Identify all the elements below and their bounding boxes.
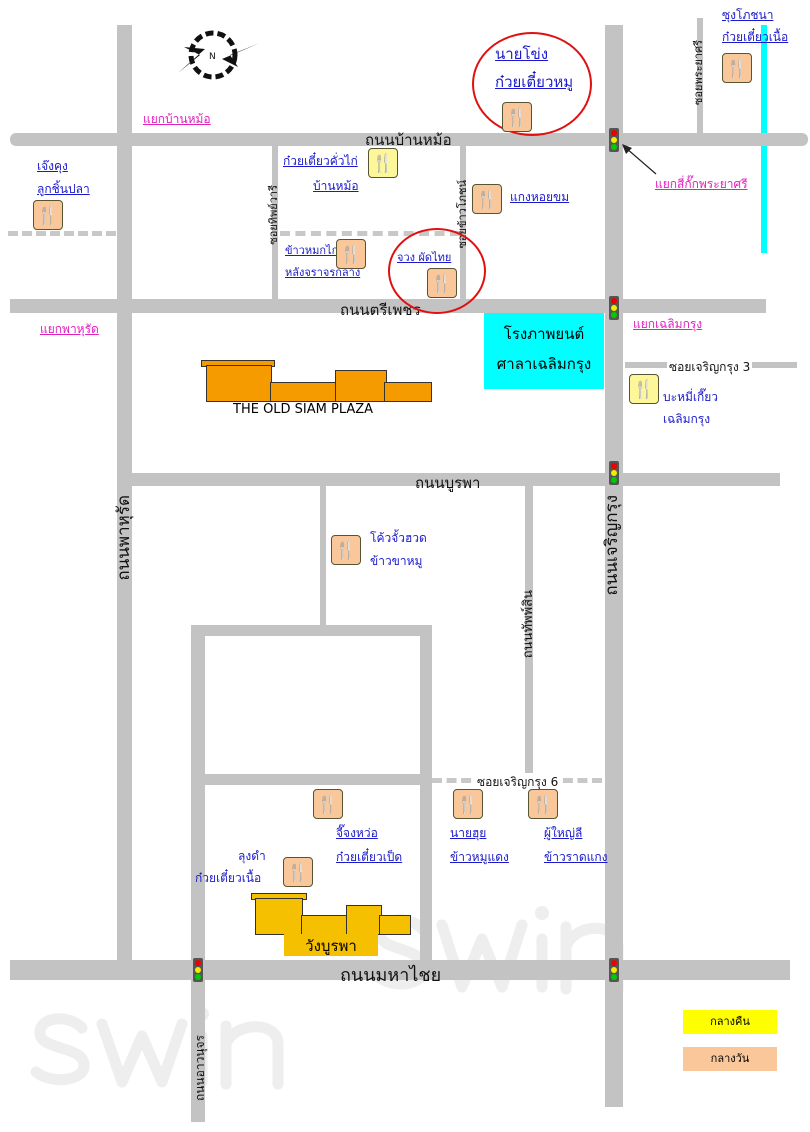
- old-siam-plaza-label: THE OLD SIAM PLAZA: [233, 402, 374, 417]
- road-pahurat: [117, 25, 132, 965]
- restaurant-name[interactable]: ข้าวหมกไก่: [285, 244, 339, 257]
- road-label: ซอยพระยาศรี: [692, 40, 705, 106]
- restaurant-utensils-icon[interactable]: 🍴: [502, 102, 532, 132]
- traffic-light-icon: [609, 128, 619, 152]
- restaurant-name[interactable]: นายโข่ง: [495, 45, 549, 63]
- restaurant-utensils-icon[interactable]: 🍴: [722, 53, 752, 83]
- intersection-phraya-si[interactable]: แยกสี่กั๊กพระยาศรี: [655, 177, 748, 191]
- restaurant-utensils-icon[interactable]: 🍴: [283, 857, 313, 887]
- restaurant-dish[interactable]: ข้าวขาหมู: [370, 554, 423, 568]
- road-charoen-krung: [605, 25, 623, 1107]
- road-label: ถนนอาวนุจร: [193, 1035, 207, 1102]
- restaurant-utensils-icon[interactable]: 🍴: [629, 374, 659, 404]
- wang-burapha-label: วังบูรพา: [284, 934, 378, 956]
- traffic-light-icon: [609, 296, 619, 320]
- restaurant-name[interactable]: ก๋วยเตี๋ยวคั่วไก่: [283, 154, 358, 168]
- restaurant-name[interactable]: จวง ผัดไทย: [397, 251, 452, 264]
- road-label: ถนนพาหุรัด: [114, 495, 134, 581]
- cinema-landmark: โรงภาพยนต์ ศาลาเฉลิมกรุง: [484, 313, 604, 389]
- restaurant-name[interactable]: บะหมี่เกี๊ยว: [663, 390, 719, 404]
- restaurant-utensils-icon[interactable]: 🍴: [528, 789, 558, 819]
- traffic-light-icon: [193, 958, 203, 982]
- soi-khao: [460, 145, 466, 301]
- road-label: ถนนบูรพา: [415, 474, 481, 492]
- restaurant-utensils-icon[interactable]: 🍴: [33, 200, 63, 230]
- highlight-circle: [388, 228, 486, 314]
- restaurant-name[interactable]: ซุงโภชนา: [722, 8, 774, 22]
- road-label: ถนนเจริญกรุง: [602, 495, 622, 596]
- highlight-circle: [472, 32, 592, 136]
- restaurant-utensils-icon[interactable]: 🍴: [453, 789, 483, 819]
- dashed-soi-mid: [280, 231, 460, 236]
- intersection-ban-mo[interactable]: แยกบ้านหม้อ: [143, 112, 211, 126]
- cinema-label: ศาลาเฉลิมกรุง: [496, 355, 592, 373]
- svg-text:N: N: [209, 52, 216, 62]
- road-small: [320, 485, 326, 630]
- road-label: ซอยเจริญกรุง 3: [667, 358, 753, 377]
- restaurant-dish[interactable]: เฉลิมกรุง: [663, 412, 711, 426]
- restaurant-dish[interactable]: ก๋วยเตี๋ยวเป็ด: [336, 850, 403, 864]
- soi-thip: [272, 145, 278, 301]
- restaurant-name[interactable]: นายฮุย: [450, 826, 487, 840]
- restaurant-utensils-icon[interactable]: 🍴: [472, 184, 502, 214]
- road-ahanu: [191, 625, 205, 1122]
- arrow-icon: [622, 144, 657, 175]
- traffic-light-icon: [609, 461, 619, 485]
- restaurant-dish[interactable]: ข้าวหมูแดง: [450, 850, 509, 864]
- restaurant-utensils-icon[interactable]: 🍴: [427, 268, 457, 298]
- restaurant-name[interactable]: แกงหอยขม: [510, 190, 570, 204]
- legend-night: กลางคืน: [683, 1010, 777, 1034]
- cinema-label: โรงภาพยนต์: [503, 325, 585, 343]
- compass-icon: N: [178, 30, 260, 80]
- restaurant-name[interactable]: เจ๊งคุง: [37, 159, 68, 173]
- restaurant-utensils-icon[interactable]: 🍴: [313, 789, 343, 819]
- road-label: ซอยเจริญกรุง 6: [475, 773, 561, 792]
- road-label: ซอยทิพย์วารี: [267, 185, 280, 245]
- restaurant-utensils-icon[interactable]: 🍴: [368, 148, 398, 178]
- restaurant-dish[interactable]: ข้าวราดแกง: [544, 850, 608, 864]
- road-label: ถนนทัพพ์สิน: [521, 590, 536, 659]
- road-maha-chai: [10, 960, 790, 980]
- watermark-logo: [30, 1007, 284, 1090]
- restaurant-utensils-icon[interactable]: 🍴: [331, 535, 361, 565]
- restaurant-dish[interactable]: ก๋วยเตี๋ยวเนื้อ: [195, 871, 262, 885]
- block-mid: [195, 774, 432, 785]
- block-right: [420, 625, 432, 965]
- intersection-pahurat[interactable]: แยกพาหุรัด: [40, 322, 99, 336]
- restaurant-dish[interactable]: ลูกชิ้นปลา: [37, 182, 90, 196]
- road-label: ถนนมหาไชย: [340, 965, 442, 986]
- restaurant-name[interactable]: ผู้ใหญ่ลี: [544, 826, 583, 840]
- restaurant-name[interactable]: ลุงดำ: [238, 849, 266, 863]
- road-tri-phet: [10, 299, 766, 313]
- restaurant-utensils-icon[interactable]: 🍴: [336, 239, 366, 269]
- intersection-chaloem-krung[interactable]: แยกเฉลิมกรุง: [633, 317, 703, 331]
- restaurant-dish[interactable]: หลังจราจรกลาง: [285, 266, 361, 279]
- restaurant-name[interactable]: โค้วจั้วฮวด: [370, 531, 427, 545]
- restaurant-dish[interactable]: ก๋วยเตี๋ยวเนื้อ: [722, 30, 789, 44]
- restaurant-name[interactable]: จี๊จงหว่อ: [336, 826, 378, 840]
- road-label: ถนนบ้านหม้อ: [365, 131, 452, 149]
- road-label: ถนนตรีเพชร: [340, 301, 421, 319]
- legend-day: กลางวัน: [683, 1047, 777, 1071]
- restaurant-dish[interactable]: บ้านหม้อ: [313, 179, 359, 193]
- road-thap: [525, 485, 533, 781]
- block-top: [195, 625, 432, 636]
- traffic-light-icon: [609, 958, 619, 982]
- soi-phraya-si: [697, 18, 703, 136]
- dashed-soi-left: [8, 231, 116, 236]
- restaurant-dish[interactable]: ก๋วยเตี๋ยวหมู: [495, 73, 574, 91]
